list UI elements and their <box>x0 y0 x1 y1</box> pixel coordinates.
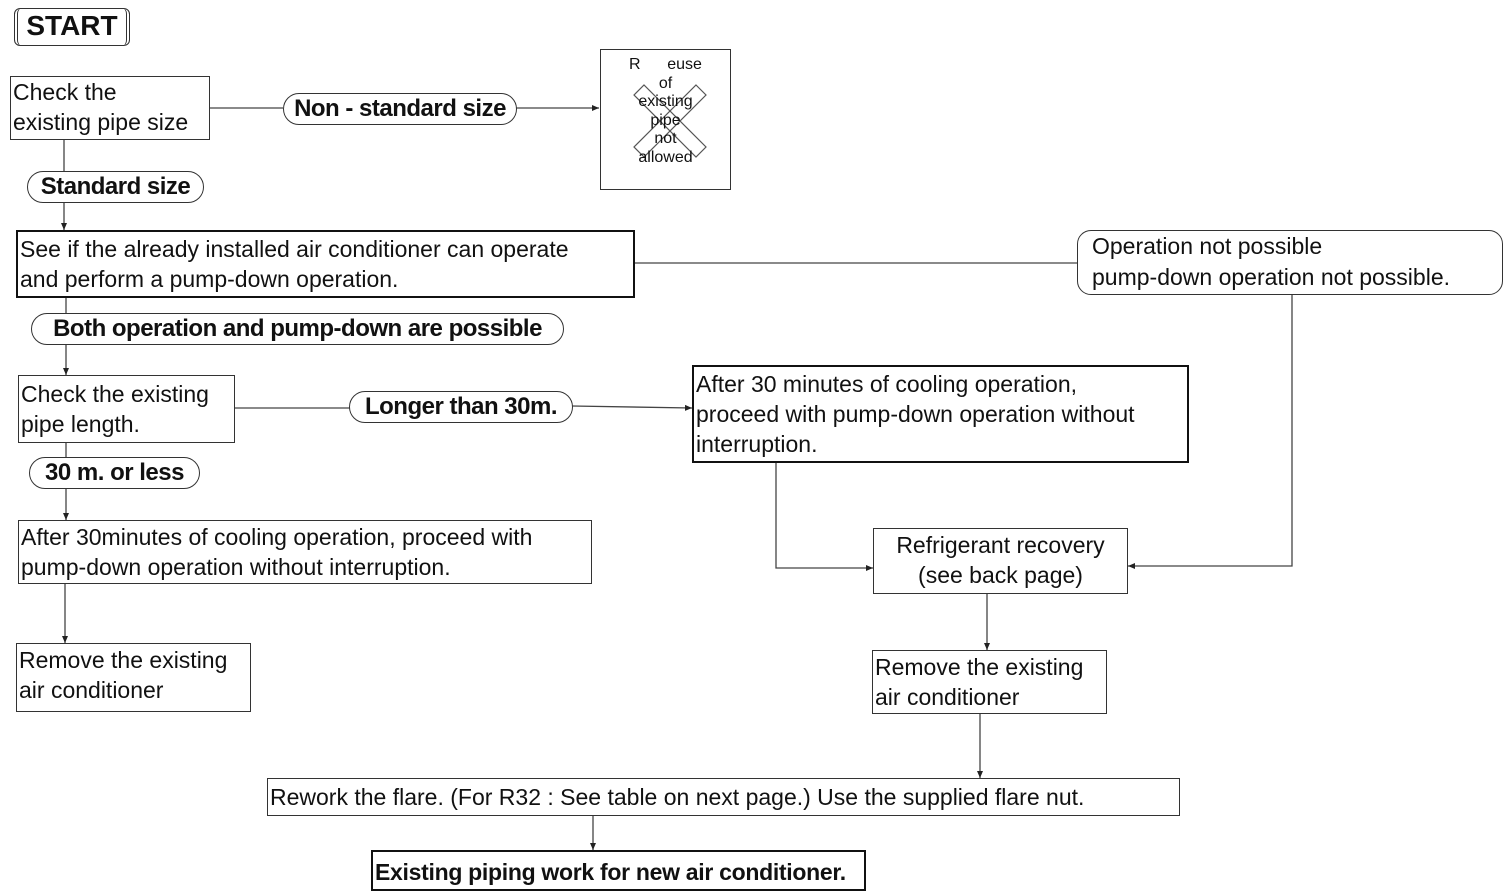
operation-not-possible-box: Operation not possible pump-down operati… <box>1077 230 1503 295</box>
remove-right-line1: Remove the existing <box>875 654 1084 680</box>
reuse-not-allowed-box: R euse of existing pipe not allowed <box>600 49 731 190</box>
long-line3: interruption. <box>696 431 818 457</box>
long-line2: proceed with pump-down operation without <box>696 401 1135 427</box>
recovery-line2: (see back page) <box>918 562 1083 588</box>
reuse-line5: not <box>654 130 677 147</box>
refrigerant-recovery-box: Refrigerant recovery (see back page) <box>873 528 1128 594</box>
check-operation-line2: and perform a pump-down operation. <box>20 266 399 292</box>
check-operation-line1: See if the already installed air conditi… <box>20 236 569 262</box>
not-possible-line1: Operation not possible <box>1092 233 1323 259</box>
longer-than-30m-label: Longer than 30m. <box>349 391 573 423</box>
non-standard-size-label: Non - standard size <box>283 93 517 125</box>
reuse-line1: R euse <box>629 56 702 73</box>
remove-existing-ac-left-box: Remove the existing air conditioner <box>16 643 251 712</box>
remove-left-line2: air conditioner <box>19 677 164 703</box>
reuse-line3: existing <box>638 93 693 110</box>
check-pipe-size-box: Check the existing pipe size <box>10 76 210 140</box>
long-line1: After 30 minutes of cooling operation, <box>696 371 1078 397</box>
standard-size-label: Standard size <box>27 171 204 203</box>
check-pipe-size-line1: Check the <box>13 79 117 105</box>
arrow-after30long-to-recovery <box>775 463 873 571</box>
cooling-then-pumpdown-long-box: After 30 minutes of cooling operation, p… <box>692 365 1189 463</box>
reuse-line6: allowed <box>638 148 693 166</box>
arrow-longer-to-after30 <box>571 404 693 411</box>
rework-flare-box: Rework the flare. (For R32 : See table o… <box>267 778 1180 816</box>
30m-or-less-label: 30 m. or less <box>29 457 200 489</box>
remove-left-line1: Remove the existing <box>19 647 228 673</box>
check-pipe-size-line2: existing pipe size <box>13 109 189 135</box>
check-length-line1: Check the existing <box>21 381 209 407</box>
reuse-line4: pipe <box>650 111 681 129</box>
remove-right-line2: air conditioner <box>875 684 1020 710</box>
check-operation-box: See if the already installed air conditi… <box>16 230 635 298</box>
final-step-box: Existing piping work for new air conditi… <box>371 850 866 891</box>
short-line1: After 30minutes of cooling operation, pr… <box>21 524 533 550</box>
short-line2: pump-down operation without interruption… <box>21 554 451 580</box>
remove-existing-ac-right-box: Remove the existing air conditioner <box>872 650 1107 714</box>
check-pipe-length-box: Check the existing pipe length. <box>18 375 235 443</box>
reuse-line2: of <box>658 74 673 92</box>
start-terminal: START <box>14 8 130 46</box>
check-length-line2: pipe length. <box>21 411 140 437</box>
cooling-then-pumpdown-short-box: After 30minutes of cooling operation, pr… <box>18 520 592 584</box>
not-possible-line2: pump-down operation not possible. <box>1092 264 1451 290</box>
both-possible-label: Both operation and pump-down are possibl… <box>31 313 564 345</box>
cross-icon <box>633 84 707 158</box>
recovery-line1: Refrigerant recovery <box>896 532 1105 558</box>
arrow-notpossible-to-recovery <box>1128 295 1293 569</box>
